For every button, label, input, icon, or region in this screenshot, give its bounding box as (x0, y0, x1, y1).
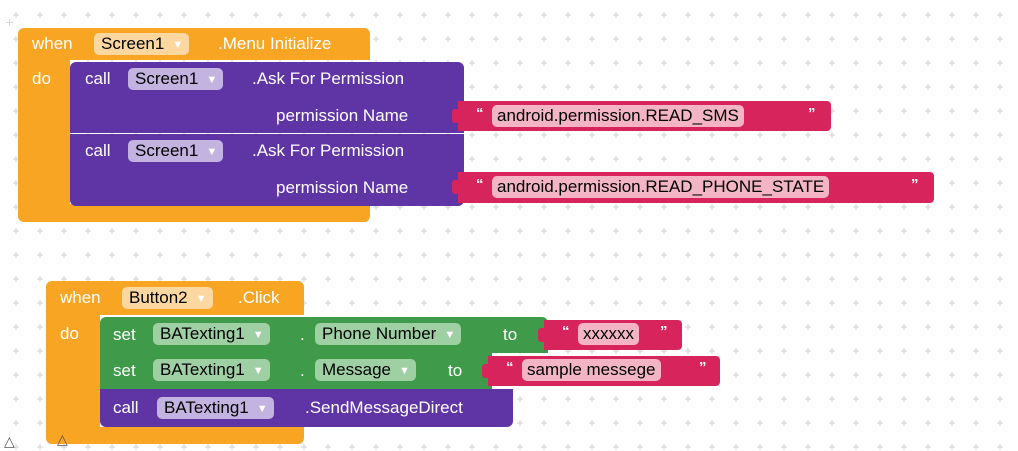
string-value[interactable]: android.permission.READ_SMS (492, 105, 744, 127)
when-label: when (32, 34, 73, 53)
quote-open: “ (506, 359, 514, 376)
quote-close: ” (660, 323, 668, 340)
call-label: call (85, 141, 111, 160)
quote-open: “ (476, 105, 484, 122)
set-label: set (113, 325, 136, 344)
component-dropdown[interactable]: BATexting1▼ (153, 359, 270, 381)
collapse-triangle-icon[interactable]: △ (57, 431, 68, 447)
collapse-triangle-icon[interactable]: △ (4, 433, 15, 449)
dot-label: . (300, 361, 305, 380)
string-value[interactable]: android.permission.READ_PHONE_STATE (492, 176, 830, 198)
property-dropdown[interactable]: Message▼ (315, 359, 416, 381)
component-dropdown[interactable]: BATexting1▼ (153, 323, 270, 345)
quote-close: ” (808, 105, 816, 122)
method-name: .Ask For Permission (252, 69, 405, 88)
string-value[interactable]: sample messege (522, 359, 661, 381)
component-dropdown[interactable]: Screen1▼ (128, 140, 224, 162)
set-label: set (113, 361, 136, 380)
call-label: call (113, 398, 139, 417)
component-dropdown[interactable]: Screen1▼ (94, 33, 190, 55)
quote-open: “ (562, 323, 570, 340)
dot-label: . (300, 325, 305, 344)
string-value[interactable]: xxxxxx (578, 323, 639, 345)
event-name: .Click (238, 288, 280, 307)
do-label: do (60, 324, 79, 343)
property-dropdown[interactable]: Phone Number▼ (315, 323, 462, 345)
quote-open: “ (476, 176, 484, 193)
component-dropdown[interactable]: BATexting1▼ (157, 397, 274, 419)
quote-close: ” (911, 176, 919, 193)
to-label: to (503, 325, 518, 344)
when-label: when (60, 288, 101, 307)
param-label: permission Name (276, 106, 409, 125)
method-name: .Ask For Permission (252, 141, 405, 160)
component-dropdown[interactable]: Screen1▼ (128, 68, 224, 90)
quote-close: ” (699, 359, 707, 376)
event-name: .Menu Initialize (218, 34, 332, 53)
to-label: to (448, 361, 463, 380)
component-dropdown[interactable]: Button2▼ (122, 287, 213, 309)
call-label: call (85, 69, 111, 88)
method-name: .SendMessageDirect (305, 398, 463, 417)
param-label: permission Name (276, 178, 409, 197)
do-label: do (32, 69, 51, 88)
